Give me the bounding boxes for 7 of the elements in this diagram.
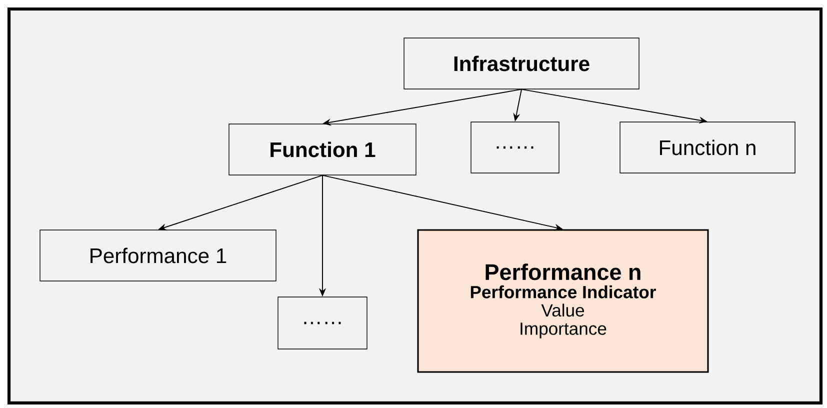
box: Function 1 [228,124,416,176]
box: Performance 1 [40,230,276,282]
detail-box: Performance n Performance Indicator Value Importance [417,229,709,373]
box: …… [470,122,560,174]
box: Infrastructure [404,38,640,90]
box: …… [278,296,368,350]
box: Function n [620,122,796,174]
